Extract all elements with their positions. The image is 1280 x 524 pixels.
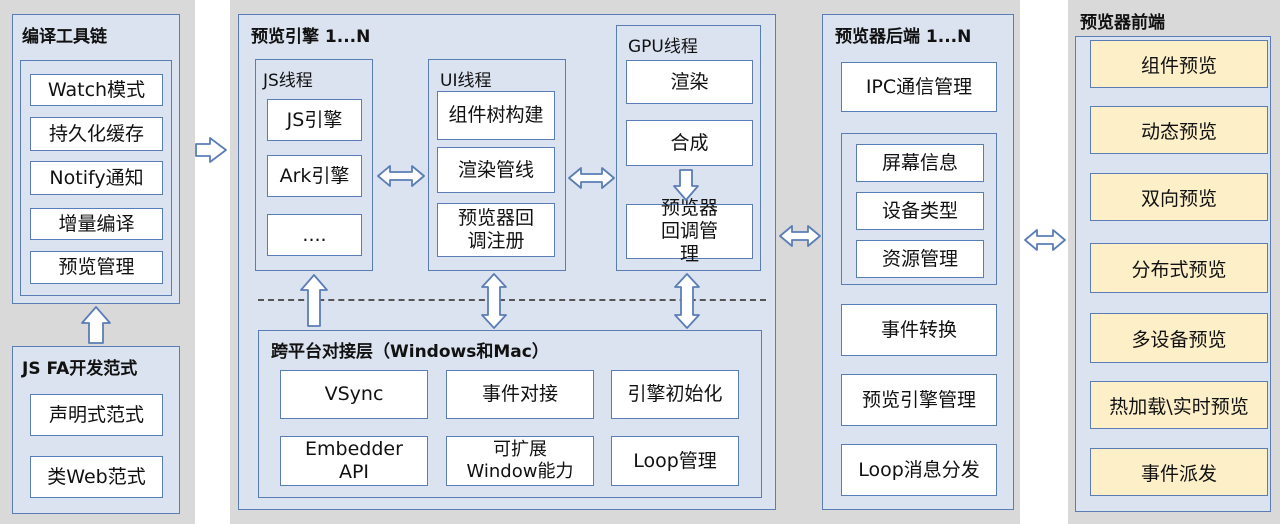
arrow-jsfa-to-toolchain [81, 306, 111, 344]
js-engine: JS引擎 [267, 99, 362, 141]
jsfa-title: JS FA开发范式 [22, 359, 138, 379]
two-way-preview: 双向预览 [1090, 173, 1268, 221]
previewer-callback-manage: 预览器回调管理 [626, 197, 753, 265]
js-thread-more: .... [267, 214, 362, 256]
toolchain-incremental-build: 增量编译 [30, 208, 163, 240]
arrow-cross-to-js [300, 274, 328, 327]
resource-manage: 资源管理 [856, 240, 984, 278]
frontend-title: 预览器前端 [1080, 13, 1165, 33]
component-preview: 组件预览 [1090, 40, 1268, 88]
toolchain-notify: Notify通知 [30, 161, 163, 195]
embedder-api: Embedder API [280, 436, 428, 486]
arrow-gpu-cross [674, 273, 700, 329]
arrow-backend-frontend [1024, 229, 1066, 251]
engine-manage: 预览引擎管理 [841, 374, 997, 426]
engine-title: 预览引擎 1...N [251, 27, 371, 47]
arrow-ui-cross [481, 273, 507, 329]
arrow-js-ui [377, 165, 425, 187]
event-bridge: 事件对接 [446, 370, 594, 419]
arrow-left-to-engine [195, 137, 227, 163]
multi-device-preview: 多设备预览 [1090, 313, 1268, 363]
gpu-render: 渲染 [626, 60, 753, 104]
loop-message-dispatch: Loop消息分发 [841, 444, 997, 496]
toolchain-preview-manage: 预览管理 [30, 251, 163, 284]
arrow-ui-gpu [568, 167, 615, 189]
gpu-thread-title: GPU线程 [628, 37, 698, 57]
toolchain-persistent-cache: 持久化缓存 [30, 117, 163, 151]
engine-init: 引擎初始化 [611, 370, 739, 419]
cross-platform-title: 跨平台对接层（Windows和Mac） [271, 342, 549, 362]
dynamic-preview: 动态预览 [1090, 106, 1268, 154]
arrow-composite-down [673, 169, 699, 201]
device-type: 设备类型 [856, 192, 984, 230]
ipc-manage: IPC通信管理 [841, 62, 997, 112]
component-tree-build: 组件树构建 [437, 91, 555, 140]
jsfa-declarative: 声明式范式 [30, 394, 163, 436]
js-thread-title: JS线程 [263, 71, 313, 91]
arrow-engine-backend [779, 225, 821, 247]
toolchain-watch-mode: Watch模式 [30, 74, 163, 106]
jsfa-web-like: 类Web范式 [30, 456, 163, 498]
backend-title: 预览器后端 1...N [835, 27, 972, 47]
previewer-callback-register: 预览器回调注册 [437, 203, 555, 257]
loop-manage: Loop管理 [611, 436, 739, 486]
engine-separator [258, 299, 766, 301]
toolchain-title: 编译工具链 [22, 27, 107, 47]
hot-reload-preview: 热加载\实时预览 [1090, 381, 1268, 429]
screen-info: 屏幕信息 [856, 144, 984, 182]
render-pipeline: 渲染管线 [437, 147, 555, 193]
ui-thread-title: UI线程 [440, 71, 492, 91]
ark-engine: Ark引擎 [267, 155, 362, 197]
gpu-composite: 合成 [626, 120, 753, 166]
distributed-preview: 分布式预览 [1090, 243, 1268, 293]
event-dispatch: 事件派发 [1090, 448, 1268, 496]
extendable-window: 可扩展Window能力 [446, 436, 594, 486]
vsync: VSync [280, 370, 428, 419]
event-convert: 事件转换 [841, 304, 997, 356]
